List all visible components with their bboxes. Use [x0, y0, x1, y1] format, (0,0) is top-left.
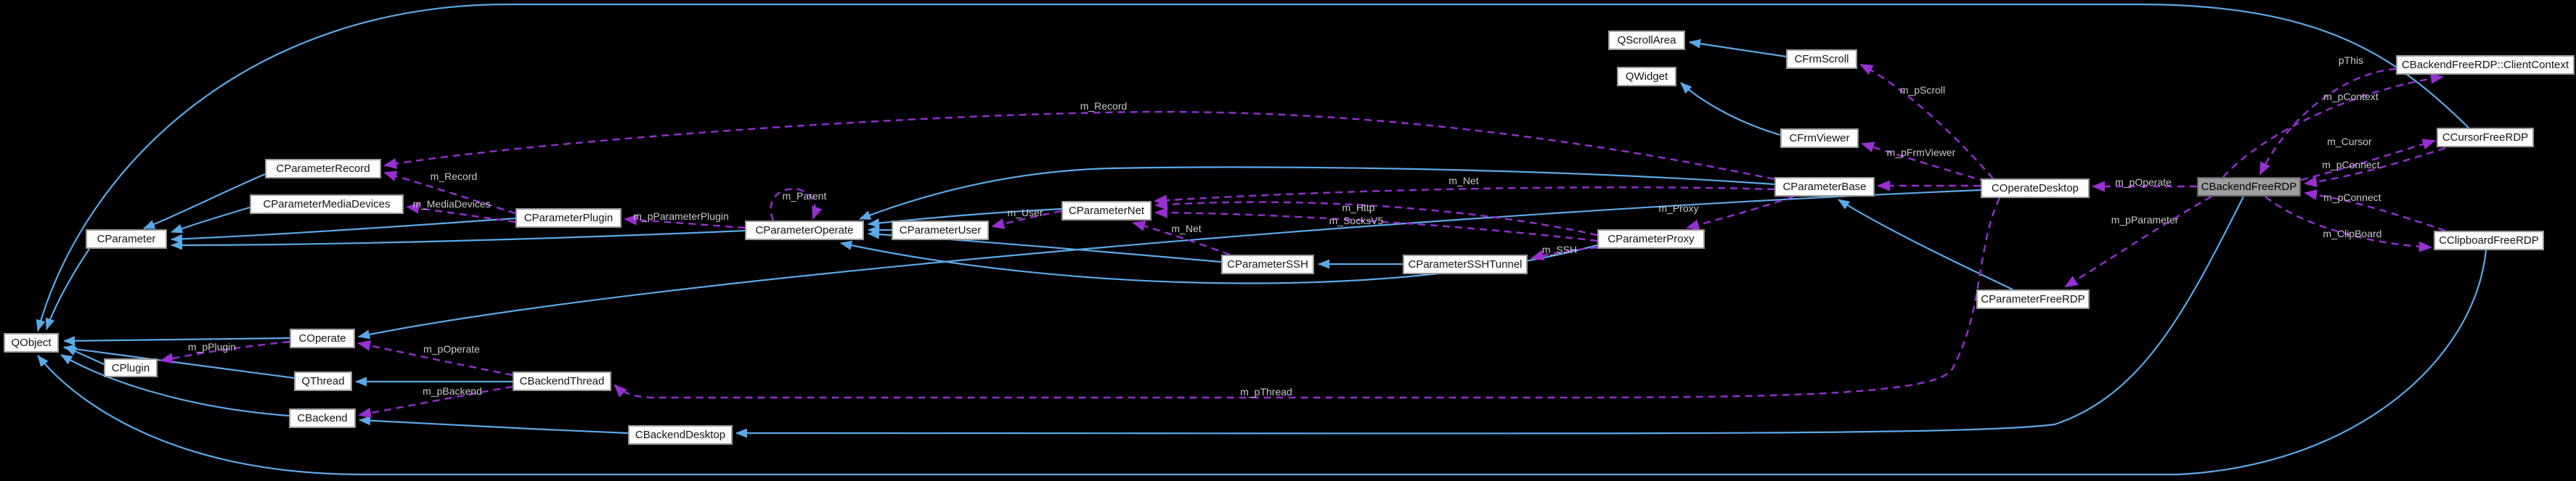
class-node-cparameterproxy[interactable]: CParameterProxy — [1597, 229, 1705, 249]
edge-label: m_pParameter — [2111, 214, 2179, 226]
class-node-cparameterrecord[interactable]: CParameterRecord — [265, 159, 381, 178]
inheritance-edge-coperate-qobject — [63, 336, 290, 346]
class-node-cbackendthread[interactable]: CBackendThread — [513, 371, 611, 391]
edge-label: m_Record — [1080, 100, 1128, 112]
edge-label: m_pOperate — [2115, 176, 2172, 188]
usage-edge-base-record — [383, 110, 1775, 181]
class-node-ccursorfreerdp[interactable]: CCursorFreeRDP — [2437, 128, 2534, 147]
inheritance-edge-cparameter-qobject — [45, 248, 90, 330]
edge-label: m_pThread — [1240, 386, 1292, 398]
usage-edge-clientcontext-backendfreerdp — [2259, 67, 2397, 176]
class-node-qobject[interactable]: QObject — [4, 333, 59, 353]
usage-edge-backendfreerdp-clipboard — [2265, 196, 2432, 252]
usage-edge-operate-plugin — [624, 214, 746, 229]
usage-edge-plugin-mediadevices — [406, 202, 516, 223]
class-node-cfrmviewer[interactable]: CFrmViewer — [1780, 128, 1859, 148]
edge-label: m_Record — [430, 170, 478, 182]
edge-label: m_ClipBoard — [2323, 228, 2382, 239]
class-node-cplugin[interactable]: CPlugin — [104, 358, 158, 377]
class-node-cbackenddesktop[interactable]: CBackendDesktop — [628, 425, 733, 445]
class-node-coperatedesktop[interactable]: COperateDesktop — [1981, 178, 2090, 198]
usage-edge-plugin-record — [383, 170, 516, 215]
edge-label: m_Cursor — [2327, 136, 2372, 147]
edge-label: m_pParameterPlugin — [633, 210, 729, 222]
class-node-cparameterbase[interactable]: CParameterBase — [1774, 177, 1875, 197]
edge-label: m_Parent — [782, 190, 827, 202]
inheritance-edge-cplugin-qobject — [65, 345, 105, 366]
inheritance-edge-paramfreerdp-base — [1838, 199, 2013, 290]
edge-label: pThis — [2338, 54, 2364, 66]
inheritance-edge-frmviewer-qwidget — [1680, 82, 1781, 136]
edge-label: m_Http — [1342, 202, 1375, 213]
edge-label: m_SocksV5 — [1329, 215, 1384, 226]
usage-edge-operatedesktop-frmviewer — [1861, 141, 1987, 183]
inheritance-edge-frmscroll-qscrollarea — [1689, 38, 1787, 58]
usage-edge-backendfreerdp-cursor — [2300, 139, 2436, 181]
usage-edge-operate-self — [770, 188, 823, 221]
usage-edge-base-proxy — [1686, 195, 1794, 231]
class-node-cparameterssh[interactable]: CParameterSSH — [1221, 255, 1314, 274]
inheritance-edge-backenddesktop-cbackend — [359, 416, 629, 435]
edge-label: m_pBackend — [423, 385, 482, 397]
class-node-qwidget[interactable]: QWidget — [1617, 67, 1676, 86]
edge-label: m_MediaDevices — [412, 198, 491, 210]
inheritance-edge-cursor-qobject — [36, 3, 2469, 332]
usage-edge-base-net — [1154, 186, 1775, 206]
inheritance-edge-record-cparameter — [143, 173, 266, 230]
class-node-cparametersshtunnel[interactable]: CParameterSSHTunnel — [1403, 255, 1528, 274]
usage-edge-cursor-backendfreerdp — [2304, 147, 2446, 188]
inheritance-edge-operatedesktop-coperate — [358, 189, 1981, 340]
usage-edge-operatedesktop-frmscroll — [1859, 63, 1994, 179]
edge-label: m_pConnect — [2323, 192, 2381, 203]
edge-label: m_pScroll — [1899, 84, 1946, 96]
inheritance-edge-paramplugin-cparameter — [171, 217, 516, 244]
usage-edge-coperate-cplugin — [160, 340, 290, 364]
edge-label: m_pFrmViewer — [1886, 147, 1956, 158]
usage-edge-proxy-sshtunnel — [1530, 246, 1598, 261]
edge-label: m_User — [1007, 207, 1043, 218]
class-node-qscrollarea[interactable]: QScrollArea — [1608, 30, 1685, 50]
class-node-qthread[interactable]: QThread — [294, 371, 352, 391]
class-node-cbackend[interactable]: CBackend — [289, 408, 356, 428]
inheritance-edge-mediadev-cparameter — [171, 206, 250, 234]
usage-edge-backendfreerdp-clientcontext — [2222, 73, 2444, 178]
class-node-clientcontext[interactable]: CBackendFreeRDP::ClientContext — [2396, 55, 2575, 75]
class-node-cparameteruser[interactable]: CParameterUser — [892, 221, 989, 240]
class-node-cparametermediadevices[interactable]: CParameterMediaDevices — [250, 194, 404, 214]
usage-edge-operatedesktop-backendthread — [614, 197, 2001, 399]
usage-edge-ssh-net — [1132, 221, 1231, 256]
inheritance-edge-backendfreerdp-backenddesktop — [735, 196, 2244, 438]
class-node-cparameter[interactable]: CParameter — [86, 229, 167, 249]
usage-edge-backendfreerdp-paramfreerdp — [2064, 195, 2212, 288]
edge-label: m_pOperate — [423, 343, 480, 355]
usage-edge-proxy-net-http — [1154, 199, 1598, 237]
usage-edge-proxy-net-socks — [1154, 207, 1598, 242]
usage-edge-backendthread-coperate — [357, 340, 513, 377]
edge-label: m_Net — [1448, 175, 1479, 186]
usage-edge-clipboard-backendfreerdp — [2304, 189, 2446, 232]
class-node-cparameterplugin[interactable]: CParameterPlugin — [515, 208, 621, 228]
edge-label: m_pPlugin — [187, 341, 237, 353]
edge-label: m_pContext — [2323, 91, 2379, 102]
class-node-cparameternet[interactable]: CParameterNet — [1061, 201, 1152, 221]
usage-edge-backendthread-cbackend — [358, 385, 513, 419]
class-node-cclipboardfreerdp[interactable]: CClipboardFreeRDP — [2434, 231, 2544, 250]
inheritance-edge-base-operate — [859, 166, 1775, 221]
class-node-cfrmscroll[interactable]: CFrmScroll — [1786, 49, 1857, 69]
inheritance-edge-cbackend-qobject — [60, 354, 290, 417]
edge-label: m_pConnect — [2322, 159, 2380, 170]
class-node-cbackendfreerdp[interactable]: CBackendFreeRDP — [2197, 177, 2301, 197]
edge-label: m_Proxy — [1658, 202, 1699, 214]
edge-label: m_SSH — [1541, 244, 1578, 255]
inheritance-edge-qthread-qobject — [63, 344, 295, 379]
edge-label: m_Net — [1171, 223, 1202, 234]
usage-edge-net-user — [991, 210, 1062, 229]
class-node-cparameteroperate[interactable]: CParameterOperate — [745, 221, 864, 240]
inheritance-edge-paramoperate-cparameter — [171, 229, 746, 250]
class-node-cparameterfreerdp[interactable]: CParameterFreeRDP — [1976, 289, 2090, 309]
class-node-coperate[interactable]: COperate — [290, 329, 355, 348]
inheritance-edge-clipboard-qobject — [37, 250, 2487, 476]
